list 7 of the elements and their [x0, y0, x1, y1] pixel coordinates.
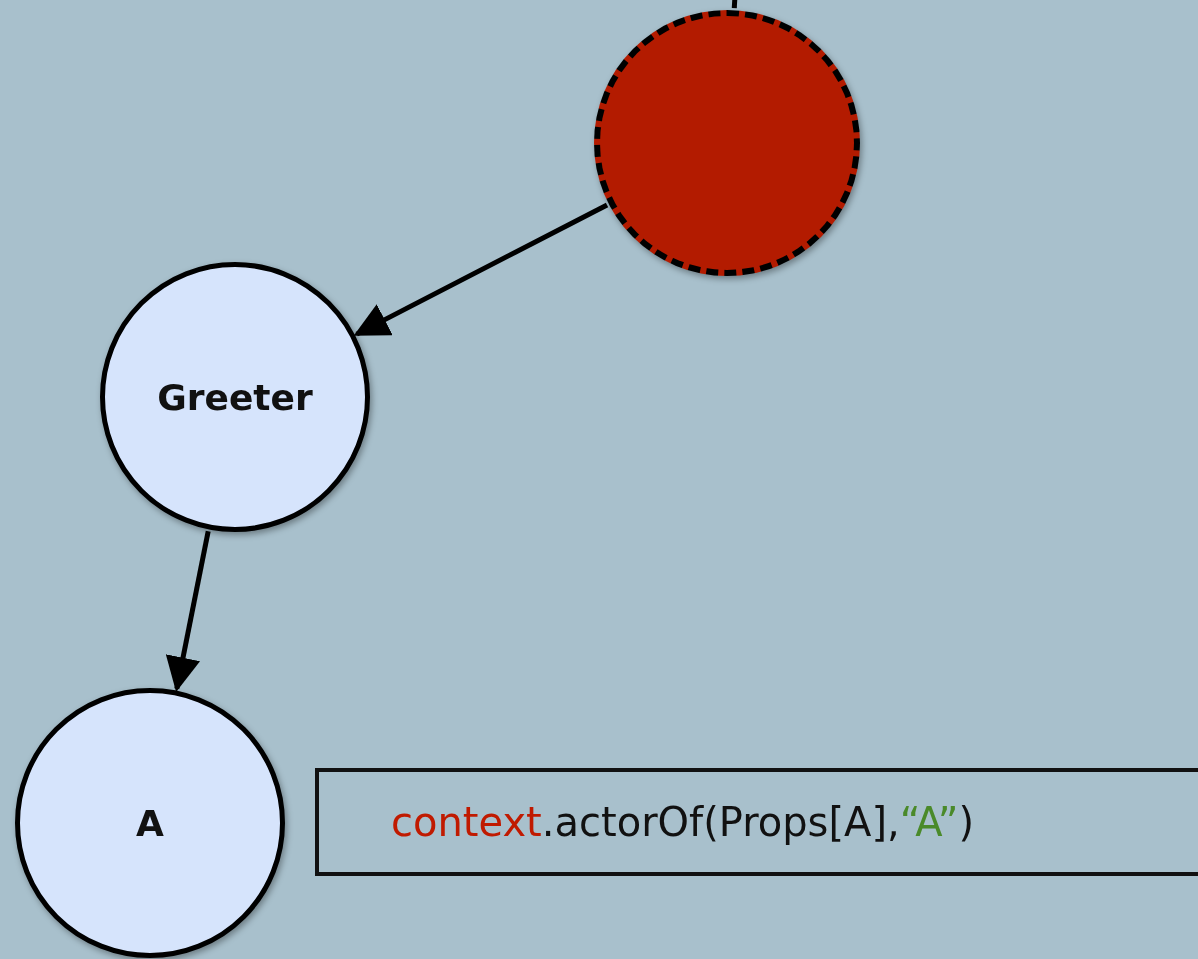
code-box [315, 768, 1198, 876]
code-text: context.actorOf(Props[A],“A”) [391, 799, 975, 845]
arrow [165, 530, 211, 693]
connector-line [731, 0, 738, 9]
arrow [353, 202, 609, 337]
actor-name: Greeter [157, 376, 313, 418]
actor-name: A [136, 802, 164, 844]
